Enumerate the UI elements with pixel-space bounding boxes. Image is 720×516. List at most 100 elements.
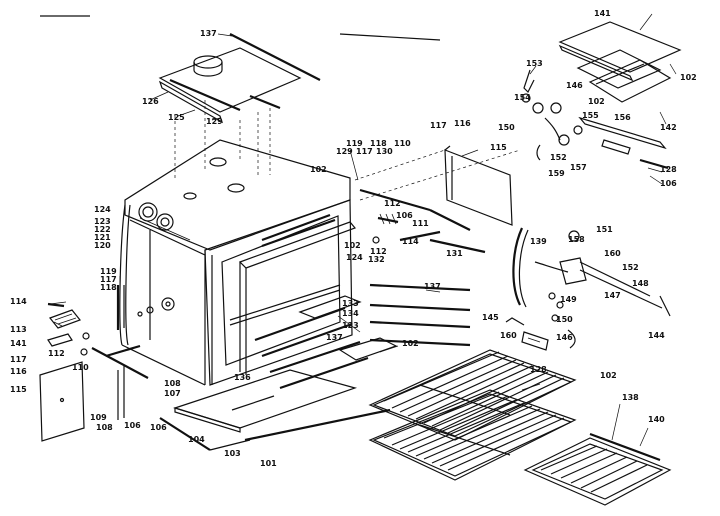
lower-left-channel xyxy=(91,344,149,420)
part-number-label: 128 xyxy=(530,365,547,374)
part-number-label: 145 xyxy=(482,313,499,322)
part-number-label: 116 xyxy=(10,367,27,376)
part-number-label: 143 xyxy=(0,0,17,2)
part-number-label: 102 xyxy=(402,339,419,348)
part-number-label: 106 xyxy=(150,423,167,432)
right-side-panel xyxy=(444,145,513,226)
part-number-label: 123 xyxy=(94,217,111,226)
part-number-label: 106 xyxy=(124,421,141,430)
part-number-label: 140 xyxy=(648,415,665,424)
part-number-label: 124 xyxy=(94,205,111,214)
oven-rack-upper xyxy=(368,349,577,441)
part-number-label: 142 xyxy=(660,123,677,132)
part-number-label: 150 xyxy=(556,315,573,324)
part-number-label: 160 xyxy=(500,331,517,340)
part-number-label: 155 xyxy=(582,111,599,120)
part-number-label: 102 xyxy=(344,241,361,250)
bottom-front-strip xyxy=(159,408,391,451)
part-number-label: 141 xyxy=(594,9,611,18)
part-number-label: 126 xyxy=(142,97,159,106)
part-number-label: 146 xyxy=(566,81,583,90)
part-number-label: 120 xyxy=(94,241,111,250)
part-number-label: 110 xyxy=(394,139,411,148)
part-number-label: 121 xyxy=(94,233,111,242)
part-number-label: 154 xyxy=(514,93,531,102)
part-number-label: 158 xyxy=(568,235,585,244)
left-small-parts xyxy=(47,302,90,356)
part-number-label: 137 xyxy=(200,29,217,38)
part-number-label: 112 xyxy=(48,349,65,358)
gas-line-assembly xyxy=(505,227,671,351)
part-number-label: 138 xyxy=(622,393,639,402)
part-number-label: 136 xyxy=(234,373,251,382)
part-number-label: 150 xyxy=(498,123,515,132)
part-number-label: 146 xyxy=(556,333,573,342)
part-number-label: 118 xyxy=(370,139,387,148)
part-number-label: 110 xyxy=(72,363,89,372)
burner-manifold xyxy=(138,202,191,241)
part-number-label: 149 xyxy=(560,295,577,304)
bottom-pan xyxy=(173,369,358,433)
part-number-label: 130 xyxy=(376,147,393,156)
part-number-label: 139 xyxy=(530,237,547,246)
part-number-label: 101 xyxy=(260,459,277,468)
part-number-label: 133 xyxy=(342,299,359,308)
part-number-label: 141 xyxy=(10,339,27,348)
part-number-label: 116 xyxy=(454,119,471,128)
part-number-label: 132 xyxy=(368,255,385,264)
part-number-label: 128 xyxy=(660,165,677,174)
part-number-label: 117 xyxy=(100,275,117,284)
part-number-label: 102 xyxy=(600,371,617,380)
part-number-label: 109 xyxy=(90,413,107,422)
oven-body xyxy=(119,139,353,386)
part-number-label: 124 xyxy=(346,253,363,262)
leader-lines xyxy=(49,13,677,447)
part-number-label: 152 xyxy=(550,153,567,162)
right-rails xyxy=(369,283,471,347)
part-number-label: 115 xyxy=(10,385,27,394)
part-number-label: 122 xyxy=(94,225,111,234)
part-number-label: 119 xyxy=(100,267,117,276)
part-number-label: 131 xyxy=(446,249,463,258)
part-number-label: 117 xyxy=(430,121,447,130)
part-number-label: 113 xyxy=(10,325,27,334)
part-number-label: 117 xyxy=(356,147,373,156)
left-side-panel xyxy=(39,361,85,442)
rack-guides xyxy=(254,295,398,390)
broiler-cover xyxy=(558,21,682,103)
part-number-label: 153 xyxy=(526,59,543,68)
broil-element xyxy=(261,213,336,248)
part-number-label: 152 xyxy=(622,263,639,272)
part-number-label: 157 xyxy=(570,163,587,172)
part-number-label: 152 xyxy=(0,0,17,2)
mount-bracket xyxy=(359,188,486,254)
part-number-label: 123 xyxy=(342,321,359,330)
part-number-label: 102 xyxy=(310,165,327,174)
part-number-label: 160 xyxy=(604,249,621,258)
part-number-label: 112 xyxy=(370,247,387,256)
part-number-label: 137 xyxy=(424,282,441,291)
part-number-label: 108 xyxy=(96,423,113,432)
top-cover-strip xyxy=(229,33,321,81)
part-number-label: 108 xyxy=(164,379,181,388)
part-number-label: 106 xyxy=(396,211,413,220)
part-number-label: 107 xyxy=(164,389,181,398)
oven-rack-lower xyxy=(368,389,577,481)
part-number-label: 129 xyxy=(206,117,223,126)
part-number-label: 159 xyxy=(548,169,565,178)
part-number-label: 129 xyxy=(336,147,353,156)
part-number-label: 114 xyxy=(10,297,27,306)
part-number-label: 156 xyxy=(614,113,631,122)
vent-plate xyxy=(158,47,302,124)
part-number-label: 144 xyxy=(648,331,665,340)
broiler-pan xyxy=(523,432,672,506)
part-number-label: 119 xyxy=(346,139,363,148)
part-number-label: 147 xyxy=(604,291,621,300)
part-number-label: 114 xyxy=(402,237,419,246)
part-number-label: 111 xyxy=(412,219,429,228)
part-number-label: 112 xyxy=(384,199,401,208)
left-bracket xyxy=(116,285,125,330)
